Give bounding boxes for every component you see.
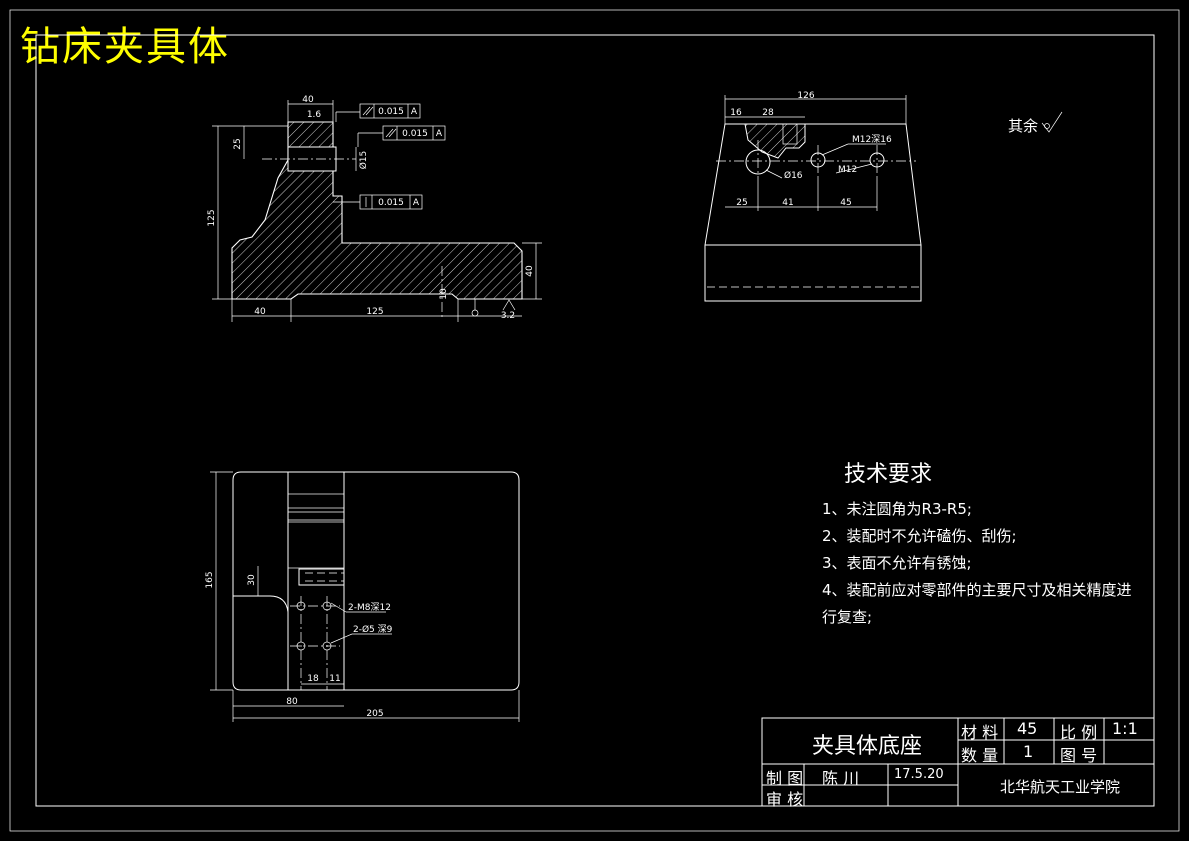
material-value: 45 xyxy=(1017,719,1038,738)
top-callout-1: 2-M8深12 xyxy=(348,602,391,613)
side-thread-2: M12 xyxy=(838,165,857,175)
tech-requirements: 技术要求 1、未注圆角为R3-R5; 2、装配时不允许磕伤、刮伤; 3、表面不允… xyxy=(822,456,1142,631)
top-dim-height: 165 xyxy=(205,571,215,588)
dim-left: 40 xyxy=(254,307,266,317)
tech-item-2: 2、装配时不允许磕伤、刮伤; xyxy=(822,527,1017,545)
tech-item-1: 1、未注圆角为R3-R5; xyxy=(822,500,972,518)
top-view: 165 30 18 11 80 205 2-M8深12 2-Ø5 深9 xyxy=(205,471,520,722)
tol-perp: 0.015 xyxy=(378,198,404,208)
tol-datum-1: A xyxy=(411,107,418,117)
side-thread-1: M12深16 xyxy=(852,134,892,145)
drawing-no-label: 图 号 xyxy=(1060,746,1098,765)
side-dim-c: 25 xyxy=(736,198,747,208)
tol-parallel-1: 0.015 xyxy=(378,107,404,117)
tol-datum-2: A xyxy=(436,129,443,139)
side-dim-width: 126 xyxy=(797,91,814,101)
top-dim-left: 80 xyxy=(286,697,298,707)
sheet-border-outer xyxy=(9,9,1180,832)
side-dim-e: 45 xyxy=(840,198,851,208)
side-dim-d: 41 xyxy=(782,198,793,208)
side-view: 126 16 28 25 41 45 M12深16 M12 Ø16 xyxy=(704,91,922,302)
tol-parallel-2: 0.015 xyxy=(402,129,428,139)
drawing-title: 钻床夹具体 xyxy=(20,24,230,70)
drawer-label: 制 图 xyxy=(766,769,804,788)
top-dim-total: 205 xyxy=(366,709,383,719)
dim-hole-dia: Ø15 xyxy=(358,151,369,170)
scale-value: 1:1 xyxy=(1112,719,1138,738)
roughness-value: 3.2 xyxy=(501,311,515,321)
institution-name: 北华航天工业学院 xyxy=(1000,778,1121,796)
remainder-roughness-label: 其余 xyxy=(1008,117,1038,135)
material-label: 材 料 xyxy=(961,723,999,742)
dim-top-width: 40 xyxy=(302,95,314,105)
top-dim-b: 11 xyxy=(329,674,340,684)
side-hole: Ø16 xyxy=(784,170,803,181)
dim-bottom: 125 xyxy=(366,307,383,317)
quantity-value: 1 xyxy=(1023,742,1034,761)
dim-slot: 10 xyxy=(439,288,449,300)
tol-datum-3: A xyxy=(413,198,420,208)
top-callout-2: 2-Ø5 深9 xyxy=(353,624,393,635)
drawer-name: 陈 川 xyxy=(822,769,860,788)
title-block xyxy=(761,717,1155,807)
top-dim-a: 18 xyxy=(307,674,319,684)
sheet-border-inner xyxy=(35,34,1155,807)
tech-item-4: 4、装配前应对零部件的主要尺寸及相关精度进行复查; xyxy=(822,581,1132,626)
side-dim-b: 28 xyxy=(762,108,774,118)
reviewer-label: 审 核 xyxy=(766,790,804,809)
part-name: 夹具体底座 xyxy=(812,734,923,759)
front-view: 40 1.6 125 25 Ø15 40 10 40 125 3.2 0.015 xyxy=(207,95,542,322)
dim-hole-offset: 25 xyxy=(233,138,243,149)
dim-height: 125 xyxy=(207,209,217,226)
front-view-section xyxy=(231,121,523,300)
roughness-symbol-icon xyxy=(1041,111,1063,133)
scale-label: 比 例 xyxy=(1060,723,1098,742)
dim-base-height: 40 xyxy=(525,265,535,277)
quantity-label: 数 量 xyxy=(961,746,999,765)
dim-step: 1.6 xyxy=(307,110,322,120)
side-view-section xyxy=(744,123,806,159)
tech-heading: 技术要求 xyxy=(844,462,933,487)
side-dim-a: 16 xyxy=(730,108,742,118)
draw-date: 17.5.20 xyxy=(894,767,944,782)
tech-item-3: 3、表面不允许有锈蚀; xyxy=(822,554,972,572)
top-dim-inner: 30 xyxy=(247,574,257,586)
